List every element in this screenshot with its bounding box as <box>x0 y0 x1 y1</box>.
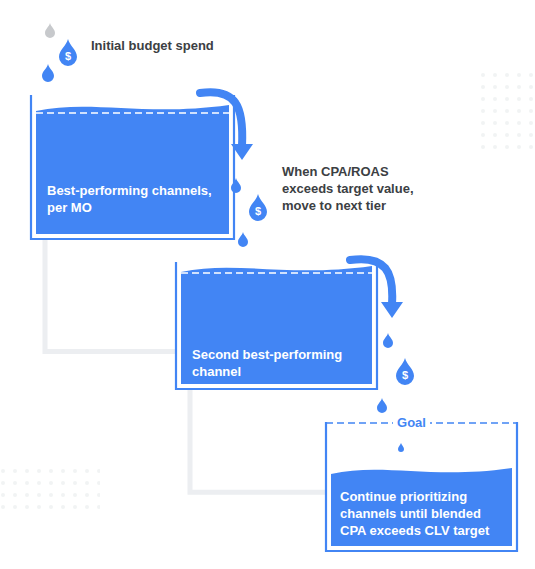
dot-grid <box>478 72 533 150</box>
bucket-shape <box>30 95 235 240</box>
water-fill <box>181 266 372 384</box>
bucket-outline <box>176 262 377 389</box>
water-drop <box>42 64 54 82</box>
bucket-text: Second best-performing channel <box>192 346 357 380</box>
water-drop <box>45 23 55 38</box>
bucket-outline <box>31 95 234 239</box>
bucket-box: Best-performing channels, per MO <box>30 95 235 240</box>
dollar-sign: $ <box>251 204 265 218</box>
bucket-text: Continue prioritizing channels until ble… <box>340 488 505 539</box>
bucket-box: Continue prioritizing channels until ble… <box>325 422 518 552</box>
water-fill <box>36 105 229 234</box>
water-drop <box>59 39 77 66</box>
water-fill <box>331 468 512 546</box>
flow-connector <box>190 390 325 492</box>
level-line <box>36 112 229 114</box>
water-drop <box>249 194 267 221</box>
water-drop <box>398 443 404 452</box>
note-label: When CPA/ROAS exceeds target value, move… <box>282 163 440 214</box>
goal-label: Goal <box>393 415 430 431</box>
water-drop <box>231 178 241 193</box>
water-drop <box>377 398 387 413</box>
arrow-head <box>381 302 403 318</box>
level-line <box>181 272 372 274</box>
water-drop <box>238 232 248 247</box>
flow-connector <box>45 240 175 352</box>
bucket-box: Second best-performing channel <box>175 262 378 390</box>
bucket-outline <box>326 422 517 551</box>
bucket-text: Best-performing channels, per MO <box>47 182 212 216</box>
water-drop <box>383 333 393 348</box>
dollar-sign: $ <box>398 368 412 382</box>
dot-grid <box>0 462 100 510</box>
dollar-sign: $ <box>61 49 75 63</box>
water-drop <box>396 358 414 385</box>
heading-label: Initial budget spend <box>91 37 214 54</box>
